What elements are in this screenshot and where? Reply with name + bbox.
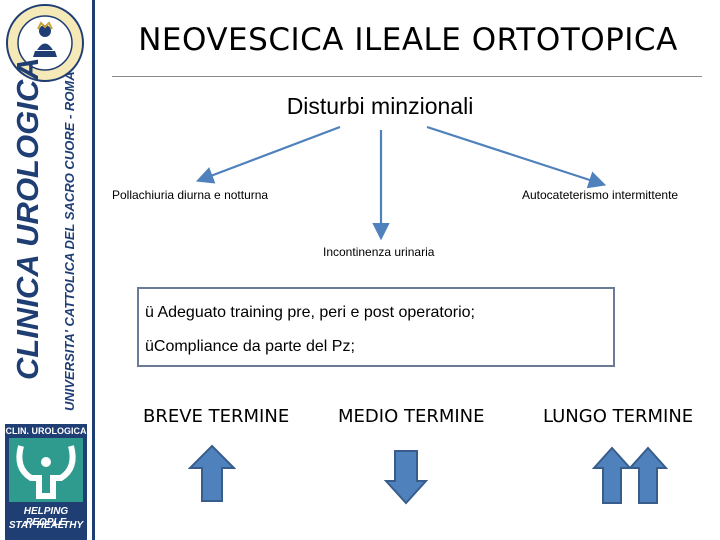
up-arrow-icon (188, 444, 236, 502)
arrow-to-left-branch (195, 125, 341, 184)
term-label-medium: MEDIO TERMINE (338, 406, 485, 427)
up-arrow-icon (628, 446, 668, 504)
recommendations-box: ü Adeguato training pre, peri e post ope… (137, 287, 615, 367)
badge-title: CLIN. UROLOGICA (5, 426, 87, 436)
term-label-long: LUNGO TERMINE (543, 406, 694, 427)
term-label-short: BREVE TERMINE (143, 406, 290, 427)
badge-tagline-1: HELPING PEOPLE (23, 506, 69, 528)
branch-label-left: Pollachiuria diurna e notturna (112, 188, 269, 202)
sidebar: CLINICA UROLOGICA UNIVERSITA' CATTOLICA … (0, 0, 96, 540)
slide-title: NEOVESCICA ILEALE ORTOTOPICA (138, 22, 678, 58)
badge-emblem (9, 438, 83, 502)
arrow-to-right-branch (426, 125, 607, 189)
recommendation-line: ü Adeguato training pre, peri e post ope… (145, 304, 475, 321)
sidebar-divider (92, 0, 95, 540)
up-arrow-icon (592, 446, 632, 504)
university-seal-logo (6, 4, 84, 82)
recommendation-line: üCompliance da parte del Pz; (145, 338, 355, 355)
slide-subtitle: Disturbi minzionali (286, 93, 474, 119)
kidney-emblem-icon (16, 445, 76, 499)
clinic-badge-logo: CLIN. UROLOGICA HELPING PEOPLE STAY HEAL… (5, 424, 87, 540)
badge-tagline-2: STAY HEALTHY (8, 520, 84, 531)
branch-label-middle: Incontinenza urinaria (323, 245, 435, 259)
down-arrow-icon (384, 450, 428, 505)
title-underline (112, 76, 702, 77)
branch-label-right: Autocateterismo intermittente (522, 188, 679, 202)
